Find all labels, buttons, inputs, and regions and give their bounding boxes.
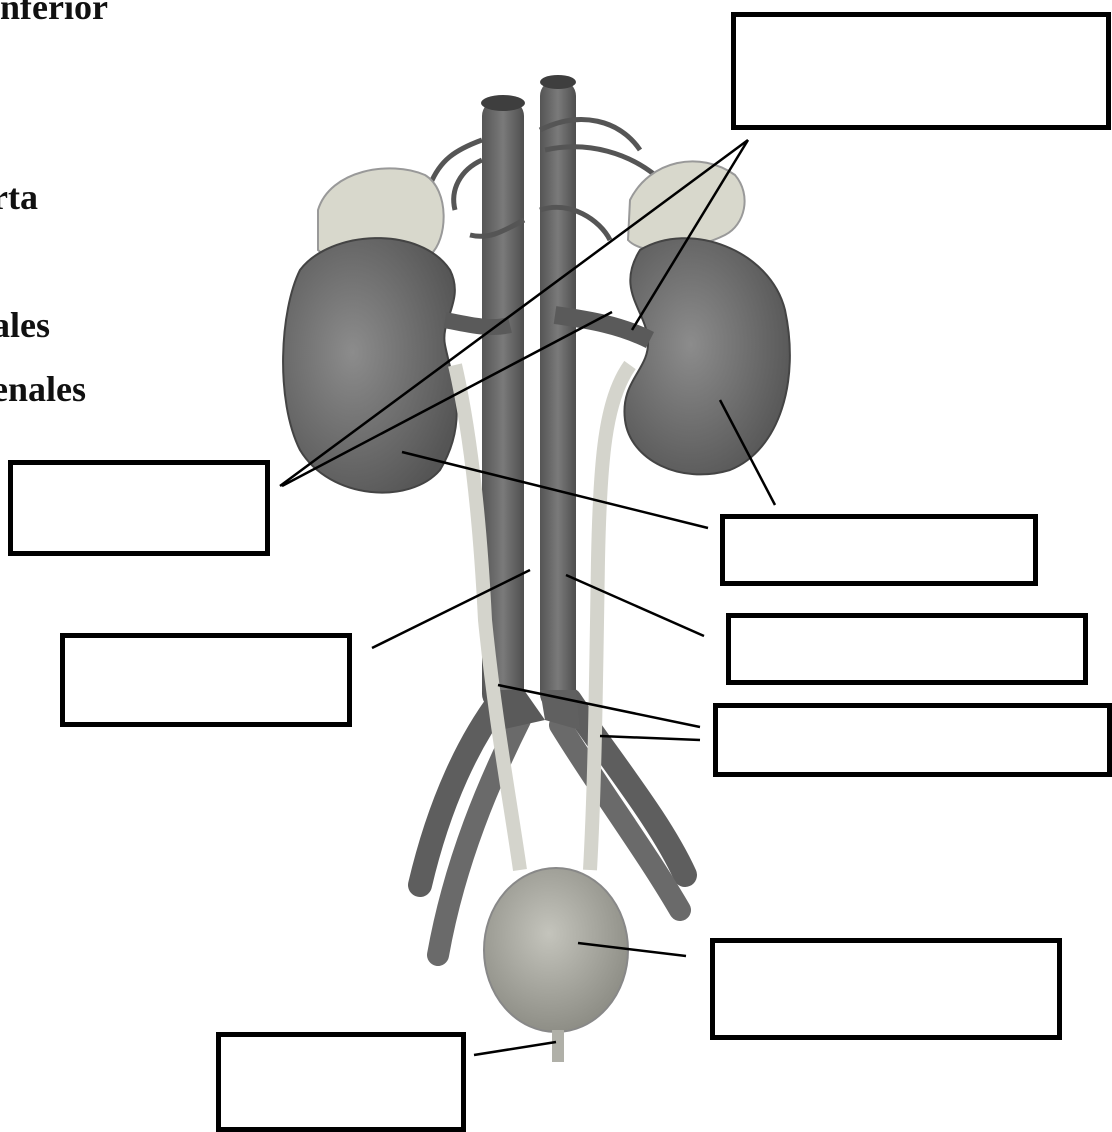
aorta <box>540 80 576 710</box>
label-box[interactable] <box>726 613 1088 685</box>
label-box[interactable] <box>731 12 1111 130</box>
label-box[interactable] <box>216 1032 466 1132</box>
label-box[interactable] <box>60 633 352 727</box>
right-kidney <box>624 238 789 474</box>
label-box[interactable] <box>720 514 1038 586</box>
label-box[interactable] <box>713 703 1112 777</box>
bladder <box>484 868 628 1032</box>
left-kidney <box>283 238 457 492</box>
urethra <box>552 1030 564 1062</box>
label-box[interactable] <box>710 938 1062 1040</box>
label-box[interactable] <box>8 460 270 556</box>
